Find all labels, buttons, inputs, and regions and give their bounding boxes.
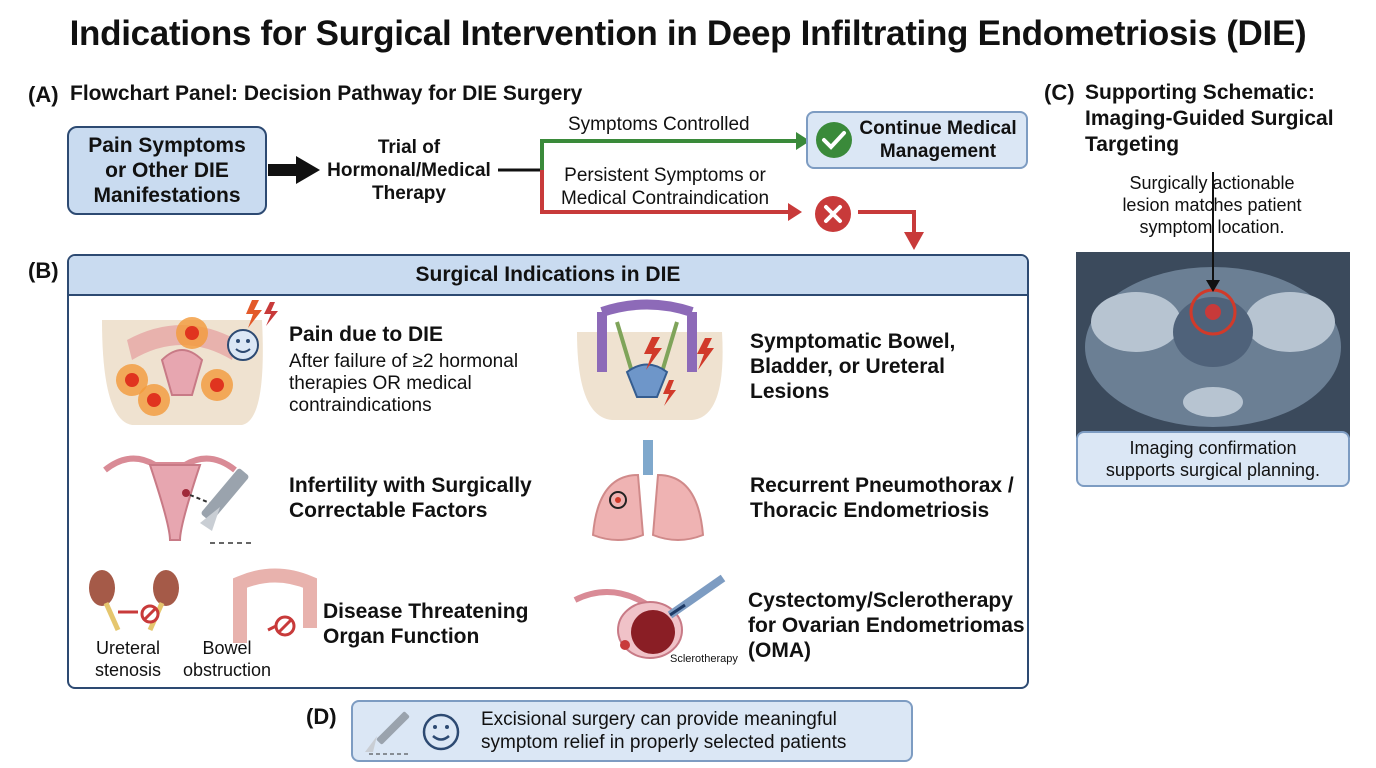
colon-icon [233,568,317,643]
ct-scan-image [1076,172,1350,438]
oma-title-3: (OMA) [748,639,811,662]
start-line-2: or Other DIE [105,159,229,182]
bowel-title-2: Bladder, or Ureteral [750,355,945,378]
persistent-line-1: Persistent Symptoms or [564,165,766,186]
start-box: Pain Symptoms or Other DIE Manifestation… [67,126,267,215]
thoracic-title-1: Recurrent Pneumothorax / [750,474,1014,497]
kidney-icon [89,570,179,632]
panel-d-box: Excisional surgery can provide meaningfu… [351,700,913,762]
continue-line-1: Continue Medical [859,118,1017,139]
ureteral-line-2: stenosis [94,660,162,680]
uterus-scalpel-illustration [103,455,255,544]
panel-d-line-2: symptom relief in properly selected pati… [481,732,847,753]
panel-b-header: Surgical Indications in DIE [69,256,1027,296]
infertility-title-1: Infertility with Surgically [289,474,532,497]
check-icon [816,122,852,158]
start-line-1: Pain Symptoms [88,134,246,157]
pain-sub: After failure of ≥2 hormonal therapies O… [289,351,518,417]
controlled-label: Symptoms Controlled [568,114,750,135]
panel-c-heading-2: Imaging-Guided Surgical [1085,107,1334,130]
x-icon [815,196,851,232]
panel-d-label: (D) [306,704,337,729]
oma-title-2: for Ovarian Endometriomas [748,614,1025,637]
infertility-title: Infertility with Surgically Correctable … [289,473,532,523]
bowel-bladder-illustration [577,299,723,420]
lightning-icon [246,300,278,328]
smiley-icon [227,329,259,361]
panel-d-text: Excisional surgery can provide meaningfu… [481,708,846,754]
thoracic-title: Recurrent Pneumothorax / Thoracic Endome… [750,473,1014,523]
trial-line-2: Hormonal/Medical [327,160,491,181]
oma-title-1: Cystectomy/Sclerotherapy [748,589,1013,612]
pelvis-pain-illustration [102,317,263,425]
panel-a-heading: Flowchart Panel: Decision Pathway for DI… [70,82,583,105]
ovary-syringe-illustration [573,574,726,659]
panel-c-label: (C) [1044,80,1075,105]
trial-box: Trial of Hormonal/Medical Therapy [320,136,498,205]
bowel-obs-label: Bowel obstruction [176,637,278,681]
persistent-label: Persistent Symptoms or Medical Contraind… [554,164,776,210]
caption-bottom: Imaging confirmation supports surgical p… [1076,431,1350,487]
scalpel-icon [365,711,410,755]
continue-text: Continue Medical Management [852,117,1024,163]
ureteral-line-1: Ureteral [95,638,161,658]
sclero-label: Sclerotherapy [670,653,738,665]
branch-lines [498,132,924,250]
bowel-obs-line-1: Bowel [202,638,252,658]
caption-bottom-2: supports surgical planning. [1105,460,1321,480]
continue-line-2: Management [879,141,997,162]
flow-arrow-black [268,156,320,184]
lungs-icon [591,440,705,541]
panel-c-heading-1: Supporting Schematic: [1085,81,1315,104]
pain-title: Pain due to DIE [289,323,444,346]
oma-title: Cystectomy/Sclerotherapy for Ovarian End… [748,588,1025,663]
caption-bottom-1: Imaging confirmation [1129,438,1297,458]
continue-box: Continue Medical Management [806,111,1028,169]
pain-sub-2: therapies OR medical [289,373,472,394]
panel-c-heading: Supporting Schematic: Imaging-Guided Sur… [1085,80,1334,158]
trial-line-1: Trial of [377,137,441,158]
persistent-line-2: Medical Contraindication [560,188,770,209]
bowel-title: Symptomatic Bowel, Bladder, or Ureteral … [750,329,955,404]
trial-line-3: Therapy [372,183,446,204]
pain-sub-1: After failure of ≥2 hormonal [289,351,519,372]
page-title: Indications for Surgical Intervention in… [69,14,1307,53]
panel-b-label: (B) [28,258,59,283]
panel-b-box: Surgical Indications in DIE [67,254,1029,689]
bowel-obs-line-2: obstruction [182,660,272,680]
caption-top-2: lesion matches patient [1122,195,1302,215]
threat-title-2: Organ Function [323,625,480,648]
panel-a-label: (A) [28,82,59,107]
panel-c-heading-3: Targeting [1085,133,1180,156]
panel-d-line-1: Excisional surgery can provide meaningfu… [481,709,837,730]
pain-sub-3: contraindications [289,395,432,416]
threat-title-1: Disease Threatening [323,600,529,623]
thoracic-title-2: Thoracic Endometriosis [750,499,990,522]
smiley-icon [422,713,460,751]
ureteral-label: Ureteral stenosis [88,637,168,681]
bowel-title-3: Lesions [750,380,830,403]
start-line-3: Manifestations [93,184,241,207]
bowel-title-1: Symptomatic Bowel, [750,330,956,353]
infertility-title-2: Correctable Factors [289,499,488,522]
threat-title: Disease Threatening Organ Function [323,599,528,649]
